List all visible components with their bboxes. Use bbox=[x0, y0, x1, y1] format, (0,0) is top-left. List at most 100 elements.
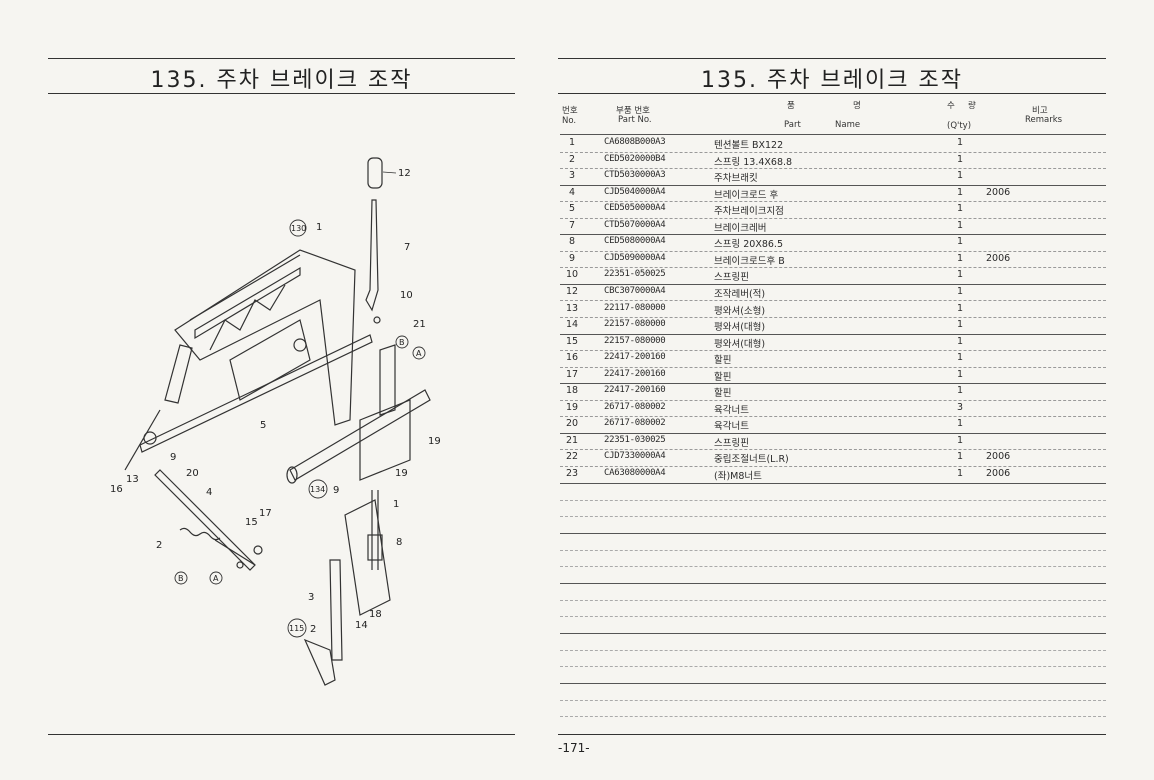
callout-18: 18 bbox=[369, 609, 382, 620]
quantity: 3 bbox=[956, 401, 964, 413]
quantity: 1 bbox=[956, 252, 964, 264]
diagram-callouts: 12 7 10 21 5 19 19 9 20 13 16 4 9 1 8 2 … bbox=[110, 168, 441, 635]
header-name-en-1: Part bbox=[784, 120, 801, 130]
circled-callout-a-top: A bbox=[416, 349, 422, 358]
row-number: 19 bbox=[565, 401, 579, 413]
quantity: 1 bbox=[956, 418, 964, 430]
circled-callout-a-bottom: A bbox=[213, 574, 219, 583]
row-number: 10 bbox=[565, 269, 579, 281]
circled-callout-b-top: B bbox=[399, 338, 405, 347]
remarks: 2006 bbox=[986, 252, 1011, 264]
quantity: 1 bbox=[956, 451, 964, 463]
part-number: 22157-080000 bbox=[604, 335, 666, 346]
part-number: CA63080000A4 bbox=[604, 468, 666, 478]
part-number: 26717-080002 bbox=[604, 418, 666, 429]
quantity: 1 bbox=[956, 335, 964, 347]
right-page-title: 135. 주차 브레이크 조작 bbox=[701, 68, 963, 93]
callout-1: 1 bbox=[393, 499, 399, 510]
header-bottom-rule bbox=[560, 134, 1106, 135]
callout-4: 4 bbox=[206, 487, 212, 498]
part-name: 육각너트 bbox=[714, 404, 749, 416]
circled-callout-115: 115 bbox=[289, 624, 304, 633]
row-number: 9 bbox=[568, 252, 576, 264]
part-number: 22351-030025 bbox=[604, 434, 666, 445]
quantity: 1 bbox=[956, 153, 964, 165]
spring-2 bbox=[179, 527, 221, 541]
bracket-frame bbox=[174, 249, 356, 426]
part-number: 22417-200160 bbox=[604, 352, 666, 363]
quantity: 1 bbox=[956, 285, 964, 297]
circled-callouts bbox=[174, 219, 426, 638]
pivot-tube bbox=[289, 389, 431, 481]
part-name: 할핀 bbox=[714, 355, 732, 367]
part-number: CJD7330000A4 bbox=[604, 451, 666, 462]
quantity: 1 bbox=[956, 137, 964, 148]
part-name: 스프링핀 bbox=[714, 437, 749, 449]
quantity: 1 bbox=[956, 319, 964, 331]
left-page: 135. 주차 브레이크 조작 bbox=[0, 0, 570, 780]
part-number: CJD5040000A4 bbox=[604, 186, 666, 197]
part-number: CED5050000A4 bbox=[604, 203, 666, 214]
table-row: 16 22417-200160 할핀 1 bbox=[560, 350, 1106, 368]
part-number: CJD5090000A4 bbox=[604, 252, 666, 263]
quantity: 1 bbox=[956, 434, 964, 446]
quantity: 1 bbox=[956, 368, 964, 380]
quantity: 1 bbox=[956, 468, 964, 479]
part-name: 조작레버(적) bbox=[714, 288, 766, 300]
part-number: CED5020000B4 bbox=[604, 153, 666, 164]
title-top-rule-right bbox=[558, 58, 1106, 59]
quantity: 1 bbox=[956, 302, 964, 314]
parking-bracket bbox=[329, 559, 343, 661]
row-number: 7 bbox=[568, 219, 576, 231]
cross-shaft bbox=[139, 334, 373, 453]
quantity: 1 bbox=[956, 352, 964, 364]
tension-bolt bbox=[371, 490, 379, 570]
remarks: 2006 bbox=[986, 186, 1011, 198]
header-qty-en: (Q'ty) bbox=[947, 121, 972, 131]
header-qty-ko-2: 량 bbox=[968, 101, 976, 111]
part-name: 할핀 bbox=[714, 371, 732, 383]
row-number: 23 bbox=[565, 468, 579, 479]
row-number: 3 bbox=[568, 170, 576, 182]
part-number: CTD5070000A4 bbox=[604, 219, 666, 230]
row-number: 17 bbox=[565, 368, 579, 380]
page-number: -171- bbox=[558, 741, 590, 755]
part-number: 22157-080000 bbox=[604, 319, 666, 330]
callout-21: 21 bbox=[413, 319, 426, 330]
row-number: 2 bbox=[568, 153, 576, 165]
callout-20: 20 bbox=[186, 468, 199, 479]
row-number: 16 bbox=[565, 352, 579, 364]
part-name: 평와셔(대형) bbox=[714, 322, 766, 334]
callout-17: 17 bbox=[259, 508, 272, 519]
circled-callout-b-bottom: B bbox=[178, 574, 184, 583]
callout-14: 14 bbox=[355, 620, 368, 631]
row-number: 18 bbox=[565, 385, 579, 397]
part-number: CA6808B000A3 bbox=[604, 137, 666, 147]
part-number: CBC3070000A4 bbox=[604, 285, 666, 296]
part-name: 중립조절너트(L.R) bbox=[714, 454, 789, 466]
part-name: 육각너트 bbox=[714, 421, 749, 433]
part-number: 22417-200160 bbox=[604, 385, 666, 396]
callout-19a: 19 bbox=[428, 436, 441, 447]
part-name: 브레이크로드 후 bbox=[714, 189, 779, 201]
header-no-ko: 번호 bbox=[562, 106, 578, 116]
brake-lever bbox=[365, 199, 379, 312]
right-page: 135. 주차 브레이크 조작 번호 No. 부품 번호 Part No. 품 … bbox=[558, 0, 1154, 780]
callout-7: 7 bbox=[404, 242, 410, 253]
callout-5: 5 bbox=[260, 420, 266, 431]
callout-10: 10 bbox=[400, 290, 413, 301]
quantity: 1 bbox=[956, 203, 964, 215]
quantity: 1 bbox=[956, 385, 964, 397]
part-name: 스프링 20X86.5 bbox=[714, 239, 783, 251]
quantity: 1 bbox=[956, 170, 964, 182]
row-number: 5 bbox=[568, 203, 576, 215]
